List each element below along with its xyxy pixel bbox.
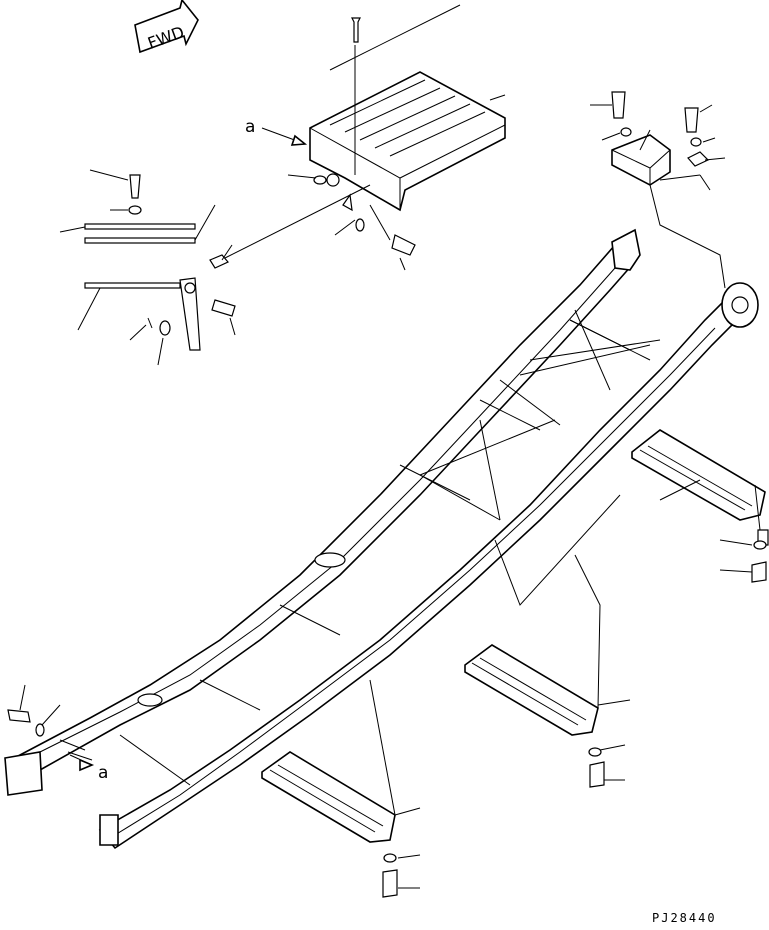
left-bracket-parts [59, 169, 371, 366]
main-frame [4, 228, 759, 850]
leader-lines [369, 494, 621, 816]
drawing-code: PJ28440 [652, 911, 717, 925]
callout-a-upper: a [245, 117, 308, 146]
left-end-fasteners [7, 684, 95, 772]
fwd-arrow-marker: FWD [134, 0, 199, 54]
step-box-right [631, 429, 769, 583]
callout-a-lower: a [98, 763, 108, 783]
right-upper-parts [590, 91, 726, 289]
callout-label-lower: a [98, 763, 108, 783]
step-box-middle [464, 644, 631, 788]
step-box-left [261, 751, 421, 898]
callout-label-upper: a [245, 117, 255, 137]
upper-step-plate [287, 4, 506, 271]
